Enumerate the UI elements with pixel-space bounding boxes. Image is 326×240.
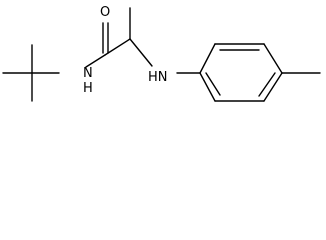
bond-alpha-carbon-to-amine bbox=[129, 38, 153, 67]
amide-hydrogen-label: H bbox=[83, 81, 93, 96]
bond-carbonyl-to-alpha-carbon bbox=[104, 38, 131, 56]
amide-nitrogen-label: N bbox=[83, 66, 93, 81]
oxygen-label: O bbox=[100, 5, 110, 20]
ring-bond-4 bbox=[263, 72, 283, 102]
chemical-structure: O N H HN bbox=[2, 5, 321, 102]
p-tolyl-ring bbox=[176, 43, 321, 102]
ring-inner-double-left bbox=[205, 72, 221, 96]
ring-inner-double-right bbox=[258, 72, 276, 97]
ring-bond-1 bbox=[199, 43, 216, 74]
alpha-carbon-group: HN bbox=[104, 7, 168, 85]
tert-butyl-group bbox=[2, 44, 60, 102]
amide-group: O N H bbox=[83, 5, 110, 96]
ring-bond-3 bbox=[263, 43, 283, 74]
amine-nh-label: HN bbox=[148, 70, 168, 85]
ring-bond-6 bbox=[199, 72, 216, 102]
bond-nitrogen-to-carbonyl bbox=[85, 54, 106, 68]
